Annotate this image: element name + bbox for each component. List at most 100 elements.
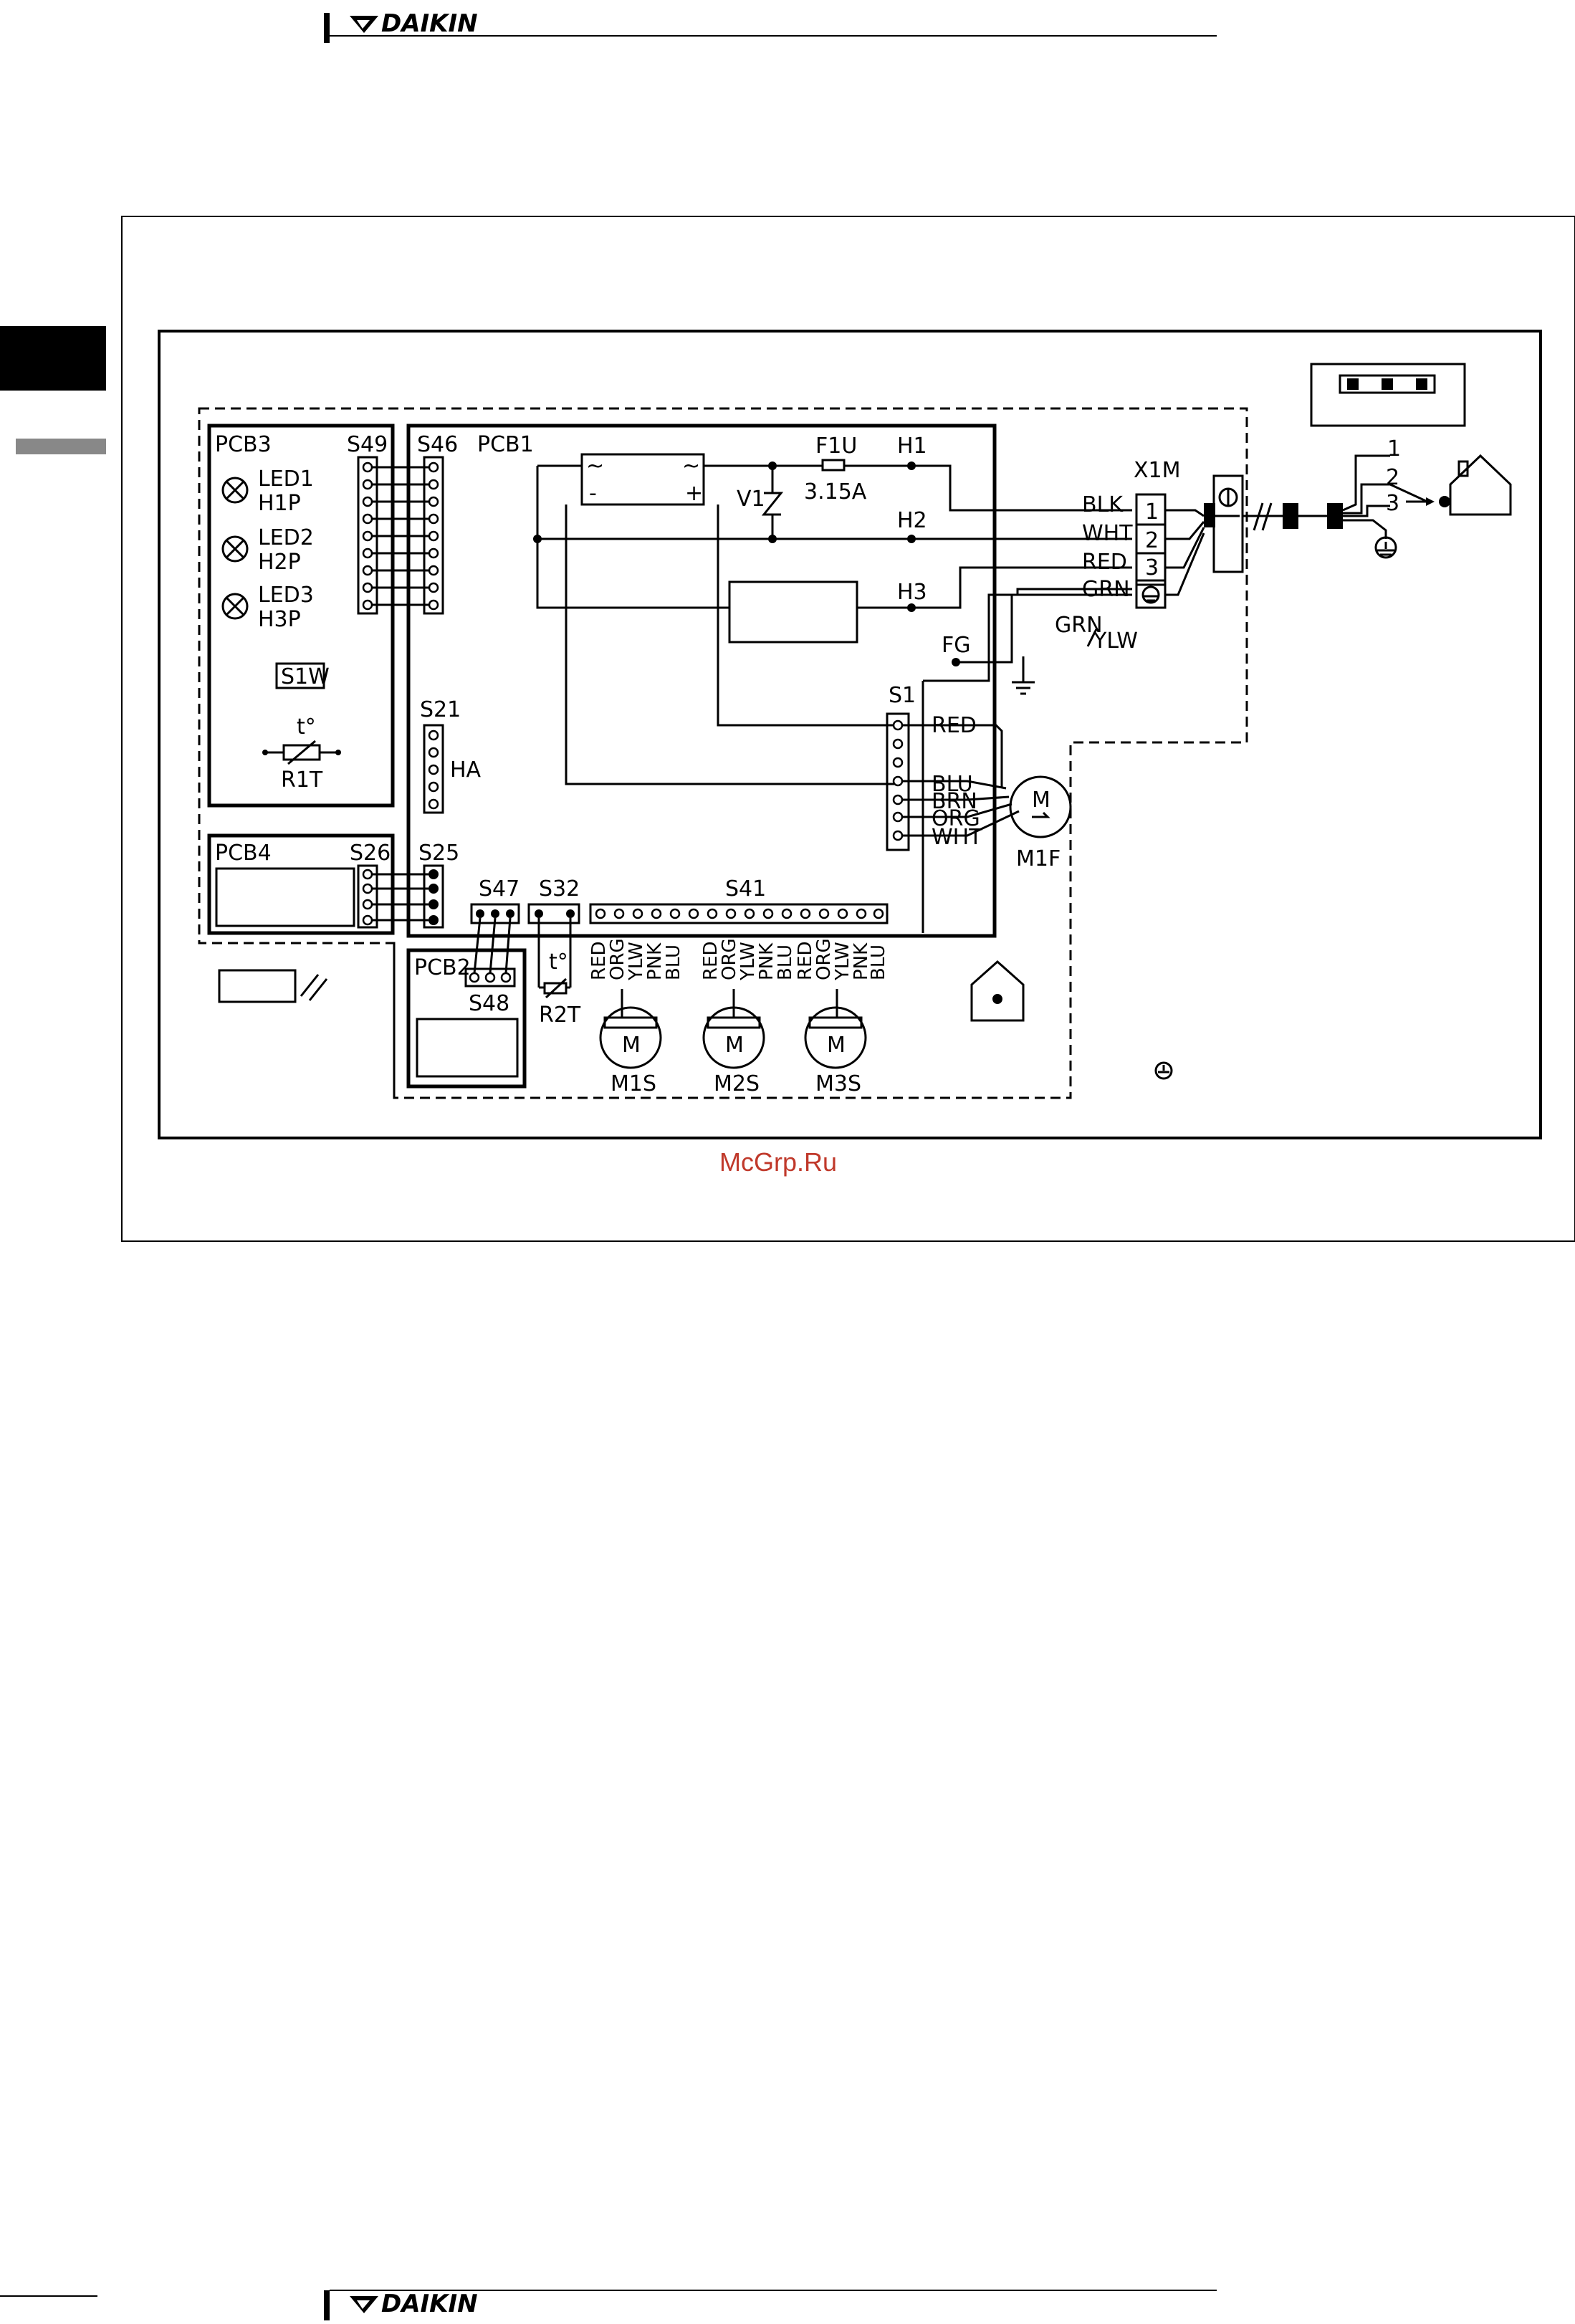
s25-connector bbox=[423, 864, 444, 929]
m1s-motor-icon: M bbox=[599, 989, 662, 1069]
wire-blk-label: BLK bbox=[1082, 492, 1124, 517]
s46-label: S46 bbox=[417, 432, 458, 457]
r1t-thermistor-symbol bbox=[262, 740, 341, 765]
s1w-label: S1W bbox=[281, 664, 330, 689]
s49-pins bbox=[362, 462, 373, 611]
f1u-label: F1U bbox=[815, 434, 857, 459]
s25-pins bbox=[429, 869, 439, 925]
r2t-thermistor-symbol bbox=[543, 977, 568, 999]
s25-label: S25 bbox=[418, 841, 459, 866]
s48-label: S48 bbox=[469, 991, 509, 1016]
outdoor-earth-icon bbox=[1374, 536, 1397, 559]
x1m-terminal-3: 3 bbox=[1145, 555, 1159, 580]
cable-bundle bbox=[1165, 503, 1240, 596]
outdoor-terminal-2: 2 bbox=[1386, 465, 1399, 490]
s49-s46-harness bbox=[372, 466, 429, 606]
pcb2-module bbox=[416, 1018, 519, 1078]
s41-label: S41 bbox=[725, 876, 766, 902]
outer-frame bbox=[121, 216, 1575, 1242]
m1f-label: M1F bbox=[1016, 846, 1061, 871]
fg-label: FG bbox=[942, 633, 971, 658]
grn-ylw-slash bbox=[1086, 628, 1098, 647]
m2s-symbol: M bbox=[725, 1033, 744, 1058]
s49-label: S49 bbox=[347, 432, 388, 457]
pcb4-board: PCB4 S26 bbox=[207, 833, 395, 935]
s1w-switch-box bbox=[275, 662, 325, 689]
h1-label: H1 bbox=[897, 434, 927, 459]
m3s-motor-icon: M bbox=[804, 989, 867, 1069]
pcb2-label: PCB2 bbox=[414, 955, 471, 980]
x1m-label: X1M bbox=[1134, 458, 1181, 483]
outdoor-arrow-icon bbox=[1406, 496, 1450, 507]
s47-label: S47 bbox=[479, 876, 520, 902]
x1m-terminal-2: 2 bbox=[1145, 528, 1159, 553]
cable-clamp bbox=[1212, 474, 1244, 573]
page-footer: DAIKIN bbox=[0, 2290, 1217, 2320]
s26-connector bbox=[357, 864, 378, 929]
pcb3-label: PCB3 bbox=[215, 432, 272, 457]
bridge-pos: + bbox=[685, 481, 703, 506]
connector-legend-icon bbox=[1310, 363, 1466, 427]
m3s-label: M3S bbox=[815, 1071, 861, 1096]
s1-pins bbox=[892, 719, 904, 841]
outdoor-terminal-3: 3 bbox=[1386, 491, 1399, 516]
s48-pins bbox=[469, 972, 512, 983]
x1m-terminal-1: 1 bbox=[1145, 499, 1159, 525]
s41-connector bbox=[589, 903, 889, 924]
s47-pins bbox=[476, 909, 514, 918]
m2s-label: M2S bbox=[714, 1071, 760, 1096]
wire-red-label: RED bbox=[1082, 550, 1127, 575]
m1s-symbol: M bbox=[622, 1033, 641, 1058]
s47-s48-harness bbox=[473, 917, 512, 974]
unit-dashed-boundary bbox=[198, 407, 1248, 1099]
m1s-wire-ylw: YLW bbox=[626, 942, 647, 981]
m3s-wire-red: RED bbox=[795, 941, 816, 980]
h2-label: H2 bbox=[897, 508, 927, 533]
led1-symbol bbox=[221, 477, 249, 504]
pcb1-label: PCB1 bbox=[477, 432, 534, 457]
outdoor-connectors bbox=[1283, 503, 1343, 529]
fan-wire-org: ORG bbox=[932, 806, 980, 831]
fuse-rating: 3.15A bbox=[804, 479, 867, 505]
fan-wire-brn: BRN bbox=[932, 789, 977, 814]
x1m-earth-icon bbox=[1141, 585, 1160, 604]
swing-wire-labels: RED ORG YLW PNK BLU RED ORG YLW PNK BLU … bbox=[588, 938, 889, 981]
bridge-neg: - bbox=[589, 481, 597, 506]
m1f-fan-motor-icon: M bbox=[1009, 775, 1072, 838]
v1-label: V1 bbox=[737, 487, 765, 512]
led2-code: H2P bbox=[258, 550, 301, 575]
transformer-block bbox=[728, 580, 858, 644]
s41-pins bbox=[595, 908, 884, 919]
s21-connector bbox=[423, 724, 444, 814]
grn-ylw-label-b: YLW bbox=[1093, 628, 1138, 654]
s32-pins bbox=[535, 909, 575, 918]
r2t-label: R2T bbox=[539, 1003, 581, 1028]
header-brand: DAIKIN bbox=[381, 9, 478, 38]
pcb3-board: PCB3 S49 bbox=[207, 424, 395, 808]
m1s-wire-blu: BLU bbox=[663, 945, 684, 980]
bridge-rectifier: ~ ~ - + bbox=[580, 453, 705, 506]
daikin-logo-icon bbox=[350, 16, 378, 33]
s46-pins bbox=[428, 462, 439, 611]
s1-label: S1 bbox=[889, 683, 916, 708]
m1s-label: M1S bbox=[611, 1071, 656, 1096]
m2s-wire-pnk: PNK bbox=[756, 942, 777, 980]
outdoor-wires bbox=[1342, 454, 1428, 539]
page-header: DAIKIN bbox=[324, 9, 1217, 43]
side-tab-block bbox=[0, 326, 106, 391]
m2s-wire-ylw: YLW bbox=[737, 942, 759, 981]
m1s-wire-org: ORG bbox=[607, 938, 628, 980]
indoor-house-icon bbox=[970, 960, 1025, 1022]
s26-s25-harness bbox=[372, 873, 429, 922]
wire-wht-label: WHT bbox=[1082, 521, 1133, 546]
m1f-symbol: M bbox=[1032, 788, 1050, 813]
wireless-signal-icon bbox=[300, 974, 328, 1001]
remote-controller-icon bbox=[218, 969, 297, 1003]
footer-daikin-logo-icon bbox=[350, 2296, 378, 2313]
footer-brand: DAIKIN bbox=[381, 2290, 478, 2318]
r2t-temp-symbol: t° bbox=[549, 950, 568, 975]
led3-label: LED3 bbox=[258, 583, 314, 608]
m2s-wire-red: RED bbox=[700, 941, 722, 980]
bridge-ac1: ~ bbox=[586, 454, 604, 479]
